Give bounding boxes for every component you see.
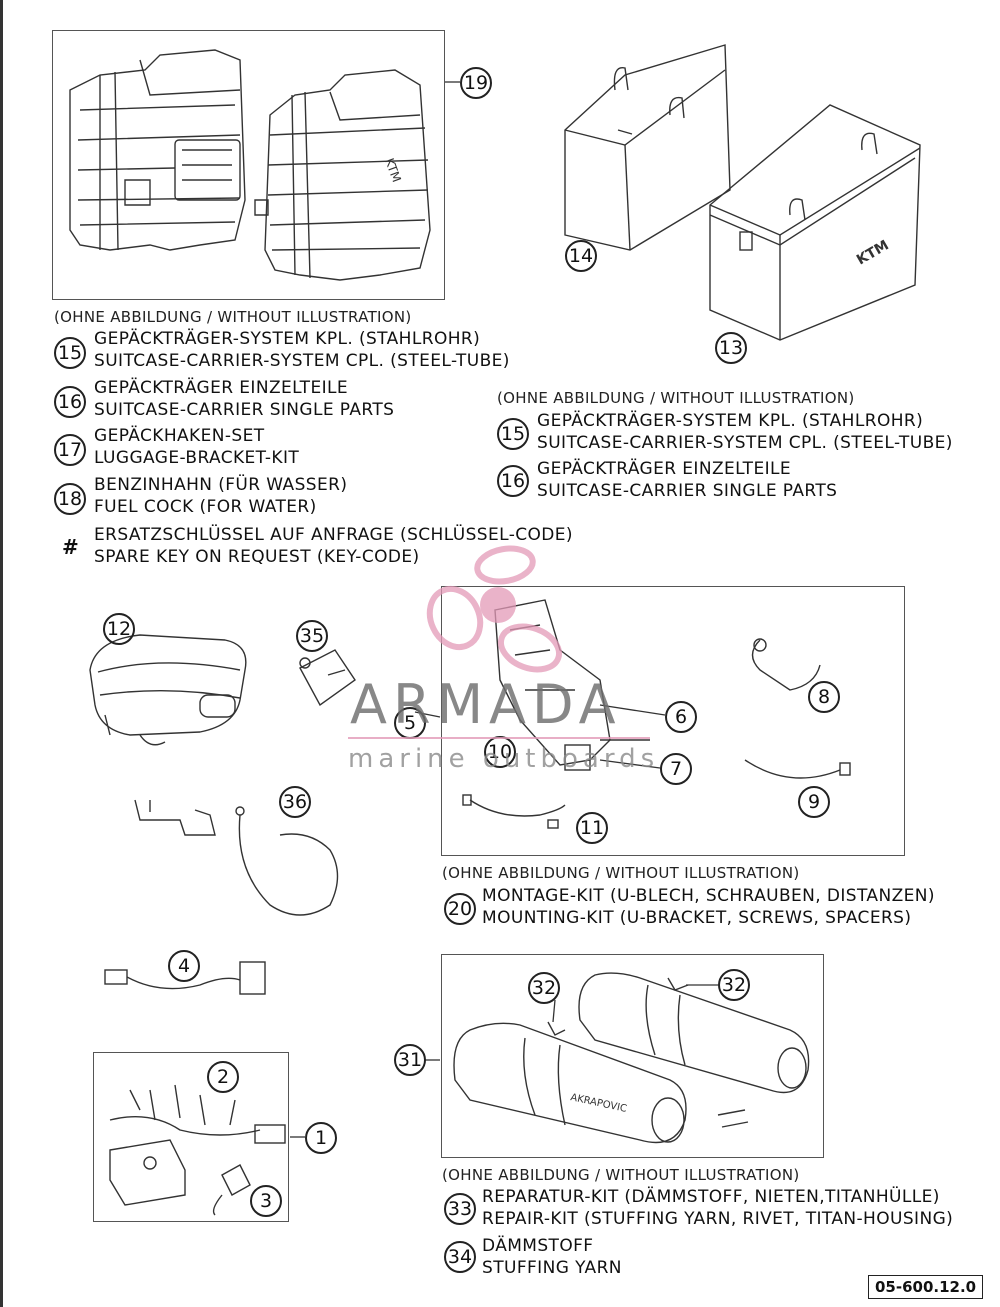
legend-de: MONTAGE-KIT (U-BLECH, SCHRAUBEN, DISTANZ… — [482, 886, 935, 906]
box-brand: KTM — [854, 237, 892, 268]
legend-de: DÄMMSTOFF — [482, 1236, 594, 1256]
aluminium-box-13-illustration: KTM — [709, 104, 921, 341]
legend-num-18: 18 — [54, 483, 86, 515]
legend-en: SUITCASE-CARRIER SINGLE PARTS — [537, 481, 838, 501]
legend-num-34: 34 — [444, 1241, 476, 1273]
callout-35: 35 — [296, 620, 328, 652]
callout-7: 7 — [660, 753, 692, 785]
lock-cable-illustration — [134, 799, 339, 916]
legend-num-20: 20 — [444, 893, 476, 925]
callout-31: 31 — [394, 1044, 426, 1076]
callout-8: 8 — [808, 681, 840, 713]
callout-2: 2 — [207, 1061, 239, 1093]
legend-en: STUFFING YARN — [482, 1258, 622, 1278]
legend-en: SUITCASE-CARRIER-SYSTEM CPL. (STEEL-TUBE… — [94, 351, 510, 371]
callout-32-right: 32 — [718, 969, 750, 1001]
panniers-frame — [52, 30, 445, 300]
legend-hash: # — [62, 535, 79, 559]
legend-de: GEPÄCKTRÄGER-SYSTEM KPL. (STAHLROHR) — [537, 411, 924, 431]
legend-num-17: 17 — [54, 434, 86, 466]
aluminium-box-14-illustration — [564, 44, 731, 251]
callout-36: 36 — [279, 786, 311, 818]
key-sleeve-illustration — [299, 649, 356, 707]
watermark-subtitle: marine outboards — [348, 744, 660, 774]
callout-12: 12 — [103, 613, 135, 645]
legend-de: GEPÄCKTRÄGER EINZELTEILE — [94, 378, 349, 398]
tank-bag-illustration — [89, 634, 247, 746]
exhaust-frame — [441, 954, 824, 1158]
watermark-title: ARMADA — [350, 673, 622, 736]
note-without-illustration-4: (OHNE ABBILDUNG / WITHOUT ILLUSTRATION) — [442, 1166, 800, 1184]
callout-32-left: 32 — [528, 972, 560, 1004]
callout-14: 14 — [565, 240, 597, 272]
legend-num-16: 16 — [54, 386, 86, 418]
legend-num-15: 15 — [497, 418, 529, 450]
legend-en: LUGGAGE-BRACKET-KIT — [94, 448, 300, 468]
legend-en: FUEL COCK (FOR WATER) — [94, 497, 317, 517]
legend-num-16: 16 — [497, 465, 529, 497]
legend-en: SUITCASE-CARRIER SINGLE PARTS — [94, 400, 395, 420]
legend-num-15: 15 — [54, 337, 86, 369]
legend-en: MOUNTING-KIT (U-BRACKET, SCREWS, SPACERS… — [482, 908, 912, 928]
legend-de: GEPÄCKTRÄGER-SYSTEM KPL. (STAHLROHR) — [94, 329, 481, 349]
legend-en: SPARE KEY ON REQUEST (KEY-CODE) — [94, 547, 420, 567]
callout-3: 3 — [250, 1185, 282, 1217]
mounting-kit-frame — [441, 586, 905, 856]
callout-4: 4 — [168, 950, 200, 982]
legend-de: GEPÄCKTRÄGER EINZELTEILE — [537, 459, 792, 479]
panniers-illustration: KTM — [69, 49, 431, 281]
page-code: 05-600.12.0 — [868, 1275, 984, 1299]
legend-num-33: 33 — [444, 1193, 476, 1225]
callout-11: 11 — [576, 812, 608, 844]
legend-de: ERSATZSCHLÜSSEL AUF ANFRAGE (SCHLÜSSEL-C… — [94, 525, 573, 545]
legend-de: REPARATUR-KIT (DÄMMSTOFF, NIETEN,TITANHÜ… — [482, 1187, 940, 1207]
legend-de: BENZINHAHN (FÜR WASSER) — [94, 475, 348, 495]
note-without-illustration-1: (OHNE ABBILDUNG / WITHOUT ILLUSTRATION) — [54, 308, 412, 326]
alarm-kit-illustration — [109, 1084, 286, 1216]
callout-6: 6 — [665, 701, 697, 733]
legend-de: GEPÄCKHAKEN-SET — [94, 426, 265, 446]
callout-19: 19 — [460, 67, 492, 99]
callout-1: 1 — [305, 1122, 337, 1154]
callout-13: 13 — [715, 332, 747, 364]
adapter-cable-illustration — [104, 961, 266, 995]
legend-en: SUITCASE-CARRIER-SYSTEM CPL. (STEEL-TUBE… — [537, 433, 953, 453]
note-without-illustration-2: (OHNE ABBILDUNG / WITHOUT ILLUSTRATION) — [497, 389, 855, 407]
legend-en: REPAIR-KIT (STUFFING YARN, RIVET, TITAN-… — [482, 1209, 954, 1229]
note-without-illustration-3: (OHNE ABBILDUNG / WITHOUT ILLUSTRATION) — [442, 864, 800, 882]
leader-lines — [290, 81, 718, 1138]
alarm-kit-frame — [93, 1052, 289, 1222]
page-left-border — [0, 0, 3, 1307]
callout-9: 9 — [798, 786, 830, 818]
